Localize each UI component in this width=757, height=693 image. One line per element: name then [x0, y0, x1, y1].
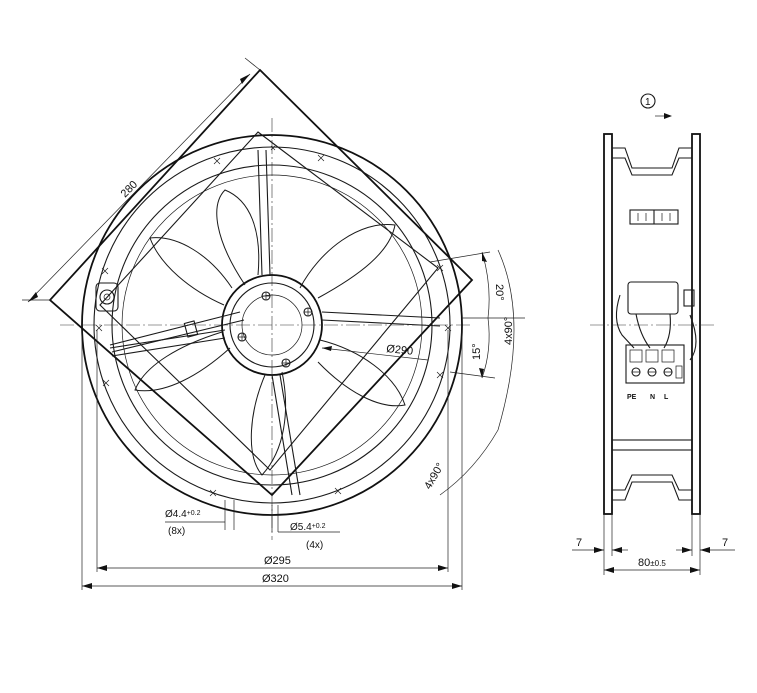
terminal-pe-label: PE [627, 394, 637, 401]
dim-290-label: Ø290 [386, 343, 414, 358]
wire [635, 313, 651, 349]
wire [615, 294, 635, 349]
hole-large-label: Ø5.4+0.2 [290, 522, 326, 533]
dim-80 [603, 514, 701, 575]
dim-7-right-label: 7 [722, 537, 728, 549]
dim-295-label: Ø295 [264, 555, 291, 567]
dim-280 [22, 57, 261, 303]
blade [149, 237, 233, 306]
strut-right [321, 311, 441, 327]
view-marker-circle [640, 93, 656, 109]
housing-inner-flange [99, 131, 439, 471]
strut-bottom [271, 374, 301, 496]
hole-small-dia: Ø4.4 [165, 509, 187, 520]
blade [250, 371, 287, 476]
lug-body [95, 282, 119, 312]
terminal-n-label: N [650, 394, 655, 401]
square-housing-outline [48, 68, 474, 497]
top-bracket [612, 147, 692, 169]
mounting-holes [95, 145, 452, 497]
lower-band [611, 439, 693, 451]
hole-small-tol: +0.2 [187, 510, 201, 517]
hub-mount-circle [241, 294, 303, 356]
side-view: 1 [572, 93, 735, 575]
angle-4x90-label-b: 4x90° [422, 461, 447, 491]
dim-80-value: 80 [638, 557, 650, 569]
wire [663, 313, 671, 349]
angle-15-label: 15° [471, 343, 483, 360]
hub-screws [237, 291, 313, 368]
dim-80-tol: ±0.5 [650, 559, 666, 568]
view-marker-label: 1 [645, 97, 651, 108]
strut-top [257, 149, 271, 276]
venturi-ring [111, 164, 433, 486]
wire [689, 314, 697, 361]
strut-left [109, 329, 226, 357]
hole-callout-large [271, 505, 340, 533]
capacitor [627, 281, 679, 315]
terminal-housing [625, 344, 685, 384]
fan-blades [134, 189, 406, 476]
dim-7-right [676, 514, 735, 556]
blade [317, 339, 406, 407]
bottom-bracket [612, 481, 692, 501]
cable-channel [109, 311, 245, 353]
dim-320 [81, 330, 463, 590]
ground-lug [95, 282, 119, 312]
hole-large-qty: (4x) [306, 540, 323, 551]
blade [216, 189, 260, 286]
dim-295 [96, 330, 449, 572]
hole-small-label: Ø4.4+0.2 [165, 509, 201, 520]
blade [299, 223, 396, 299]
hole-large-dia: Ø5.4 [290, 522, 312, 533]
angle-20-label: 20° [493, 284, 505, 301]
dim-280-label: 280 [119, 179, 140, 200]
dim-80-label: 80±0.5 [638, 557, 666, 569]
hole-callout-small [165, 500, 235, 530]
dim-290 [321, 346, 429, 361]
support-struts [109, 149, 441, 496]
hole-large-tol: +0.2 [312, 523, 326, 530]
hole-small-qty: (8x) [168, 526, 185, 537]
front-view: 280 Ø290 20° 15° 4x90° 4x90° Ø [22, 57, 525, 590]
cable-clip [183, 320, 199, 338]
angle-dims [429, 249, 525, 496]
terminal-block [625, 344, 685, 384]
capacitor-clip [683, 289, 695, 307]
left-flange [603, 133, 613, 515]
hub-inner-ring [229, 282, 315, 368]
blade [134, 331, 231, 392]
dim-320-label: Ø320 [262, 573, 289, 585]
dim-7-left [572, 514, 628, 556]
terminal-l-label: L [664, 394, 669, 401]
dim-7-left-label: 7 [576, 537, 582, 549]
angle-4x90-label-a: 4x90° [503, 317, 515, 345]
lug-hole [99, 289, 115, 305]
